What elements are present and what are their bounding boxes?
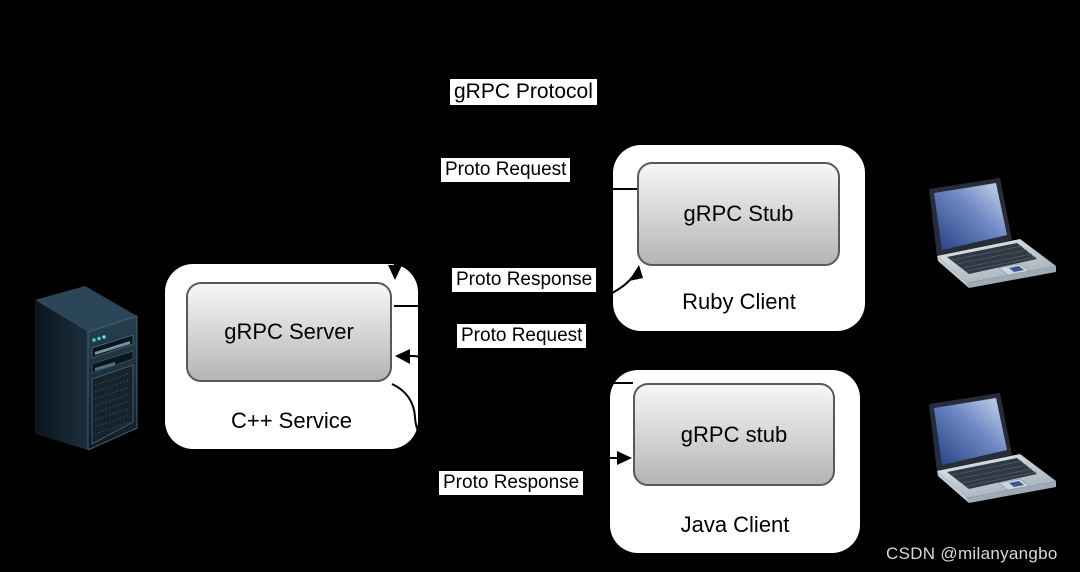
- grpc-server-label: gRPC Server: [224, 319, 354, 344]
- label-proto-response-bottom: Proto Response: [439, 471, 584, 495]
- watermark: CSDN @milanyangbo: [886, 544, 1058, 563]
- cpp-service-group: gRPC Server C++ Service: [165, 264, 418, 449]
- laptop-icon: [928, 392, 1057, 503]
- proto-response-java-path: [391, 383, 622, 459]
- grpc-stub-ruby-label: gRPC Stub: [683, 201, 794, 226]
- label-proto-response-upper: Proto Response: [452, 268, 597, 292]
- server-tower-icon: [35, 286, 138, 450]
- grpc-stub-java-label: gRPC stub: [680, 421, 788, 447]
- java-client-group: gRPC stub Java Client: [610, 370, 860, 553]
- tower-side: [35, 300, 88, 450]
- label-proto-request-lower: Proto Request: [457, 324, 587, 348]
- tower-top: [35, 286, 137, 332]
- java-client-label: Java Client: [680, 512, 790, 537]
- proto-request-ruby-path: [394, 188, 637, 268]
- grpc-stub-box-ruby: gRPC Stub: [637, 162, 840, 266]
- proto-request-java-path: [398, 355, 633, 384]
- laptop-icon: [929, 178, 1056, 288]
- grpc-server-box: gRPC Server: [186, 282, 392, 382]
- grpc-stub-box-java: gRPC stub: [633, 383, 835, 486]
- cpp-service-label: C++ Service: [230, 408, 353, 433]
- label-proto-request-top: Proto Request: [441, 158, 571, 182]
- ruby-client-group: gRPC Stub Ruby Client: [613, 145, 865, 331]
- laptop-screen: [934, 183, 1007, 250]
- label-grpc-protocol: gRPC Protocol: [450, 79, 597, 106]
- ruby-client-label: Ruby Client: [682, 289, 796, 314]
